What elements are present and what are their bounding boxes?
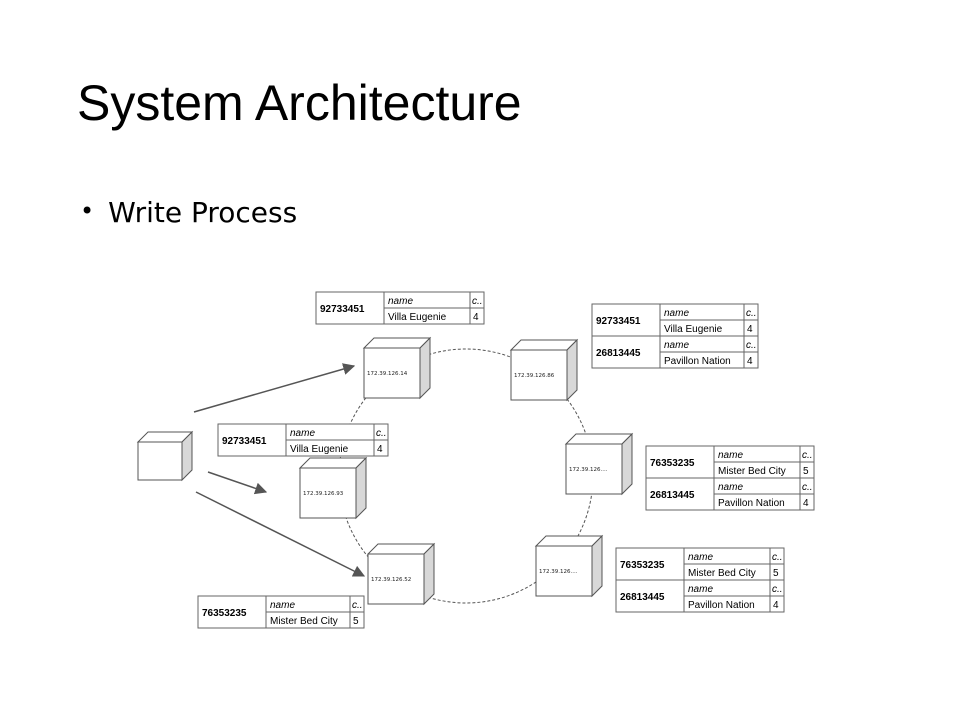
record-table-t-n5: 76353235 name c.. Mister Bed City 5 xyxy=(197,595,365,629)
column-header-name: name xyxy=(270,600,295,611)
column-header-count: c.. xyxy=(472,296,483,307)
cell-name-value: Mister Bed City xyxy=(270,616,338,627)
cell-name-value: Villa Eugenie xyxy=(664,324,723,335)
server-node-label: 172.39.126.... xyxy=(539,569,578,575)
cell-count-value: 4 xyxy=(773,600,779,611)
cell-count-value: 4 xyxy=(747,324,753,335)
server-node-label: 172.39.126.... xyxy=(569,467,608,473)
server-node-n4: 172.39.126.... xyxy=(534,534,604,598)
cell-count-value: 4 xyxy=(747,356,753,367)
server-node-n5: 172.39.126.52 xyxy=(366,542,436,606)
server-node-n3: 172.39.126.... xyxy=(564,432,634,496)
column-header-count: c.. xyxy=(376,428,387,439)
server-node-label: 172.39.126.14 xyxy=(367,371,408,377)
server-node-label: 172.39.126.52 xyxy=(371,577,411,583)
bullet-item: • Write Process xyxy=(80,196,297,229)
cell-name-value: Mister Bed City xyxy=(688,568,756,579)
cell-count-value: 4 xyxy=(473,312,479,323)
column-header-count: c.. xyxy=(772,552,783,563)
record-table-t-n3: 76353235 name c.. Mister Bed City 5 26813445 n… xyxy=(645,445,815,511)
column-header-name: name xyxy=(664,340,689,351)
slide-title: System Architecture xyxy=(77,75,522,131)
record-table-t-n2: 92733451 name c.. Villa Eugenie 4 26813445 nam… xyxy=(591,303,759,369)
record-table-t-n6: 92733451 name c.. Villa Eugenie 4 xyxy=(217,423,389,457)
server-node-label: 172.39.126.86 xyxy=(514,373,555,379)
cell-name-value: Pavillon Nation xyxy=(688,600,755,611)
cell-name-value: Villa Eugenie xyxy=(290,444,349,455)
cell-count-value: 5 xyxy=(773,568,779,579)
column-header-name: name xyxy=(718,482,743,493)
arrow-to-node-n1 xyxy=(193,363,356,413)
column-header-name: name xyxy=(664,308,689,319)
row-key: 76353235 xyxy=(650,458,695,469)
record-table-t-n1: 92733451 name c.. Villa Eugenie 4 xyxy=(315,291,485,325)
cell-count-value: 5 xyxy=(353,616,359,627)
cell-name-value: Mister Bed City xyxy=(718,466,786,477)
server-node-n2: 172.39.126.86 xyxy=(509,338,579,402)
row-key: 92733451 xyxy=(596,316,641,327)
cell-name-value: Pavillon Nation xyxy=(718,498,785,509)
server-node-n1: 172.39.126.14 xyxy=(362,336,432,400)
column-header-count: c.. xyxy=(802,482,813,493)
row-key: 26813445 xyxy=(596,348,641,359)
column-header-count: c.. xyxy=(352,600,363,611)
cell-count-value: 4 xyxy=(377,444,383,455)
bullet-text: Write Process xyxy=(108,196,298,229)
server-node-n6: 172.39.126.93 xyxy=(298,456,368,520)
row-key: 92733451 xyxy=(320,304,365,315)
cell-count-value: 4 xyxy=(803,498,809,509)
client-box-icon xyxy=(136,430,194,482)
cell-count-value: 5 xyxy=(803,466,809,477)
bullet-dot-icon: • xyxy=(80,197,95,225)
column-header-count: c.. xyxy=(772,584,783,595)
column-header-count: c.. xyxy=(746,308,757,319)
record-table-t-n4: 76353235 name c.. Mister Bed City 5 26813445 n… xyxy=(615,547,785,613)
column-header-name: name xyxy=(718,450,743,461)
arrow-to-node-n6 xyxy=(207,471,268,495)
row-key: 76353235 xyxy=(202,608,247,619)
cell-name-value: Villa Eugenie xyxy=(388,312,447,323)
write-process-diagram: 172.39.126.14 172.39.126.86 172.39.126....… xyxy=(116,284,824,632)
column-header-name: name xyxy=(290,428,315,439)
column-header-name: name xyxy=(688,552,713,563)
row-key: 26813445 xyxy=(620,592,665,603)
column-header-name: name xyxy=(388,296,413,307)
cell-name-value: Pavillon Nation xyxy=(664,356,731,367)
row-key: 76353235 xyxy=(620,560,665,571)
arrow-to-node-n5 xyxy=(195,491,366,577)
server-node-label: 172.39.126.93 xyxy=(303,491,344,497)
row-key: 26813445 xyxy=(650,490,695,501)
diagram-canvas: 172.39.126.14 172.39.126.86 172.39.126....… xyxy=(136,291,815,629)
row-key: 92733451 xyxy=(222,436,267,447)
client-arrows xyxy=(193,363,366,577)
column-header-name: name xyxy=(688,584,713,595)
column-header-count: c.. xyxy=(802,450,813,461)
column-header-count: c.. xyxy=(746,340,757,351)
